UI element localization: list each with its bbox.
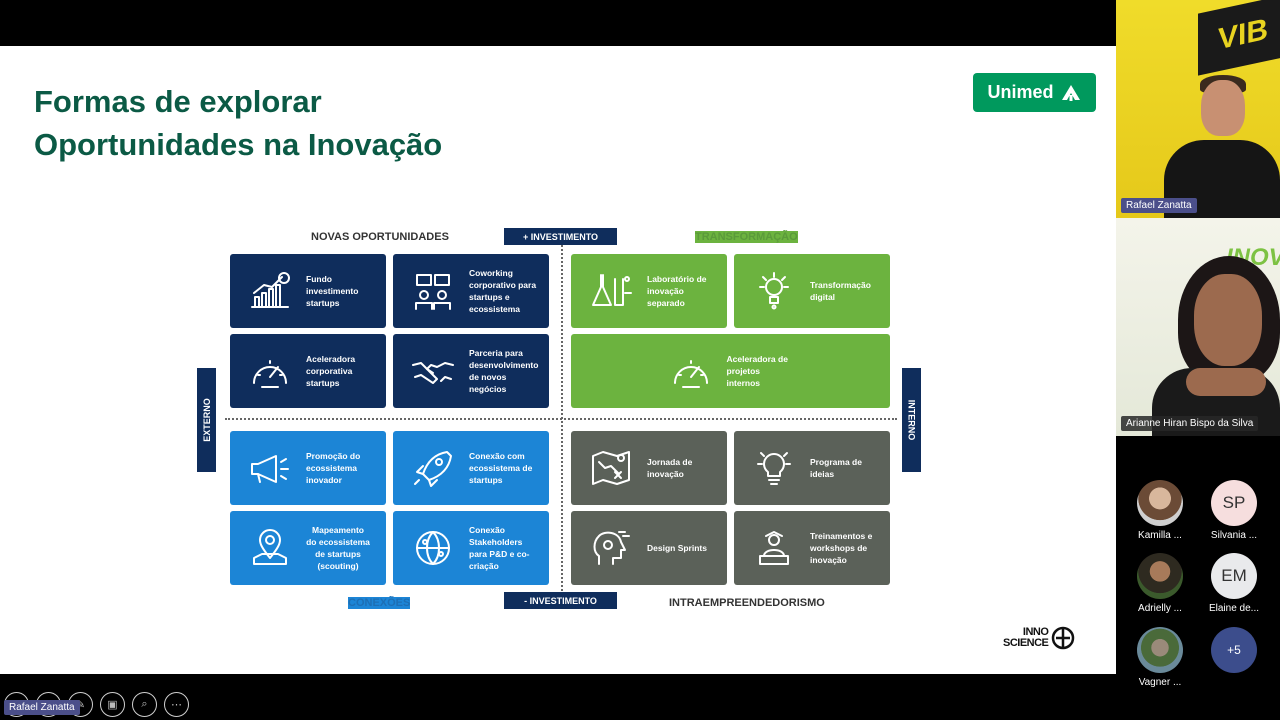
card-coworking-text: Coworking corporativo para startups e ec…	[469, 268, 537, 314]
label-novas-oportunidades: NOVAS OPORTUNIDADES	[311, 231, 449, 243]
zoom-icon[interactable]: ⌕	[132, 692, 157, 717]
person-face	[1194, 274, 1262, 366]
avatar	[1137, 553, 1183, 599]
participant-tile[interactable]: Adrielly ...	[1119, 553, 1201, 614]
card-treinamentos: Treinamentos e workshops de inovação	[734, 511, 890, 585]
card-conexao-stakeholders: Conexão Stakeholders para P&D e co-criaç…	[393, 511, 549, 585]
participant-name: Vagner ...	[1138, 677, 1182, 688]
map-pin-icon	[242, 524, 298, 572]
treasure-map-icon	[583, 444, 639, 492]
growth-chart-icon	[242, 267, 298, 315]
card-conexao-stakeholders-text: Conexão Stakeholders para P&D e co-criaç…	[469, 525, 530, 571]
card-mapeamento-text: Mapeamento do ecossistema de startups (s…	[306, 525, 370, 571]
label-conexoes: CONEXÕES	[348, 597, 411, 609]
more-participants-button[interactable]: +5	[1193, 627, 1275, 673]
lightbulb-icon	[746, 444, 802, 492]
unimed-logo: Unimed	[973, 73, 1096, 112]
card-coworking: Coworking corporativo para startups e ec…	[393, 254, 549, 328]
tag-mais-investimento: + INVESTIMENTO	[504, 228, 617, 245]
card-mapeamento: Mapeamento do ecossistema de startups (s…	[230, 511, 386, 585]
card-parceria-text: Parceria para desenvolvimento de novos n…	[469, 348, 539, 394]
innoscience-line-1: INNO	[1022, 626, 1049, 638]
megaphone-icon	[242, 444, 298, 492]
card-laboratorio: Laboratório de inovação separado	[571, 254, 727, 328]
title-line-2: Oportunidades na Inovação	[34, 127, 443, 162]
handshake-icon	[405, 347, 461, 395]
rocket-icon	[405, 444, 461, 492]
side-externo: EXTERNO	[197, 368, 216, 472]
video-tile-arianne[interactable]: INOVA	[1116, 218, 1280, 436]
card-parceria: Parceria para desenvolvimento de novos n…	[393, 334, 549, 408]
side-externo-label: EXTERNO	[201, 398, 212, 442]
card-transformacao-digital: Transformação digital	[734, 254, 890, 328]
participant-tile[interactable]: SP Silvania ...	[1193, 480, 1275, 541]
slide-title: Formas de explorar Oportunidades na Inov…	[34, 80, 442, 166]
video-name-arianne: Arianne Hiran Bispo da Silva	[1121, 416, 1259, 431]
more-participants-count: +5	[1211, 627, 1257, 673]
horizontal-divider	[225, 418, 897, 420]
teacher-icon	[746, 524, 802, 572]
side-interno: INTERNO	[902, 368, 921, 472]
tag-menos-investimento: - INVESTIMENTO	[504, 592, 617, 609]
card-treinamentos-text: Treinamentos e workshops de inovação	[810, 531, 873, 565]
title-line-1: Formas de explorar	[34, 84, 322, 119]
video-tile-rafael[interactable]: VIB	[1116, 0, 1280, 218]
card-fundo-investimento: Fundo investimento startups	[230, 254, 386, 328]
innoscience-line-2: SCIENCE	[1003, 637, 1049, 649]
card-transformacao-text: Transformação digital	[810, 280, 871, 302]
innoscience-logo-text: INNO SCIENCE	[1003, 626, 1049, 649]
participant-tile[interactable]: EM Elaine de...	[1193, 553, 1275, 614]
participants-grid: Kamilla ... SP Silvania ... Adrielly ...…	[1116, 436, 1280, 720]
card-promocao: Promoção do ecossistema inovador	[230, 431, 386, 505]
card-aceleradora-corporativa: Aceleradora corporativa startups	[230, 334, 386, 408]
lab-flask-icon	[583, 267, 639, 315]
video-name-rafael: Rafael Zanatta	[1121, 198, 1197, 213]
participant-tile[interactable]: Vagner ...	[1119, 627, 1201, 688]
more-icon[interactable]: ⋯	[164, 692, 189, 717]
presenter-name-tag: Rafael Zanatta	[4, 700, 80, 715]
card-design-sprints-text: Design Sprints	[647, 543, 707, 553]
card-aceleradora-projetos-text: Aceleradora de projetos internos	[726, 354, 788, 388]
digital-bulb-icon	[746, 267, 802, 315]
speedometer-icon	[242, 347, 298, 395]
card-fundo-text: Fundo investimento startups	[306, 274, 359, 308]
label-transformacao: TRANSFORMAÇÃO	[695, 231, 798, 243]
card-jornada: Jornada de inovação	[571, 431, 727, 505]
participant-name: Adrielly ...	[1138, 603, 1182, 614]
avatar	[1137, 627, 1183, 673]
participant-name: Elaine de...	[1208, 603, 1260, 614]
innoscience-logo: INNO SCIENCE	[1003, 626, 1075, 650]
speedometer-icon	[663, 347, 719, 395]
card-aceleradora-corp-text: Aceleradora corporativa startups	[306, 354, 356, 388]
head-gears-icon	[583, 524, 639, 572]
shirt-text: vibee	[0, 0, 39, 17]
card-aceleradora-projetos: Aceleradora de projetos internos	[571, 334, 890, 408]
globe-network-icon	[405, 524, 461, 572]
slides-icon[interactable]: ▣	[100, 692, 125, 717]
participant-name: Silvania ...	[1210, 530, 1258, 541]
unimed-tree-icon	[1061, 84, 1080, 101]
participant-tile[interactable]: Kamilla ...	[1119, 480, 1201, 541]
label-intraempreendedorismo: INTRAEMPREENDEDORISMO	[669, 597, 825, 609]
unimed-logo-text: Unimed	[987, 82, 1054, 102]
shared-slide: Formas de explorar Oportunidades na Inov…	[0, 46, 1116, 717]
card-conexao-ecossistema: Conexão com ecossistema de startups	[393, 431, 549, 505]
participant-name: Kamilla ...	[1138, 530, 1182, 541]
card-programa-ideias-text: Programa de ideias	[810, 457, 862, 479]
card-conexao-ecossistema-text: Conexão com ecossistema de startups	[469, 451, 533, 485]
avatar: SP	[1211, 480, 1257, 526]
person-face	[1201, 80, 1245, 136]
card-programa-ideias: Programa de ideias	[734, 431, 890, 505]
innoscience-mark-icon	[1052, 626, 1075, 650]
card-promocao-text: Promoção do ecossistema inovador	[306, 451, 361, 485]
avatar: EM	[1211, 553, 1257, 599]
avatar	[1137, 480, 1183, 526]
card-design-sprints: Design Sprints	[571, 511, 727, 585]
card-jornada-text: Jornada de inovação	[647, 457, 693, 479]
coworking-icon	[405, 267, 461, 315]
card-laboratorio-text: Laboratório de inovação separado	[647, 274, 707, 308]
person-hands	[1186, 368, 1266, 396]
side-interno-label: INTERNO	[906, 399, 917, 441]
